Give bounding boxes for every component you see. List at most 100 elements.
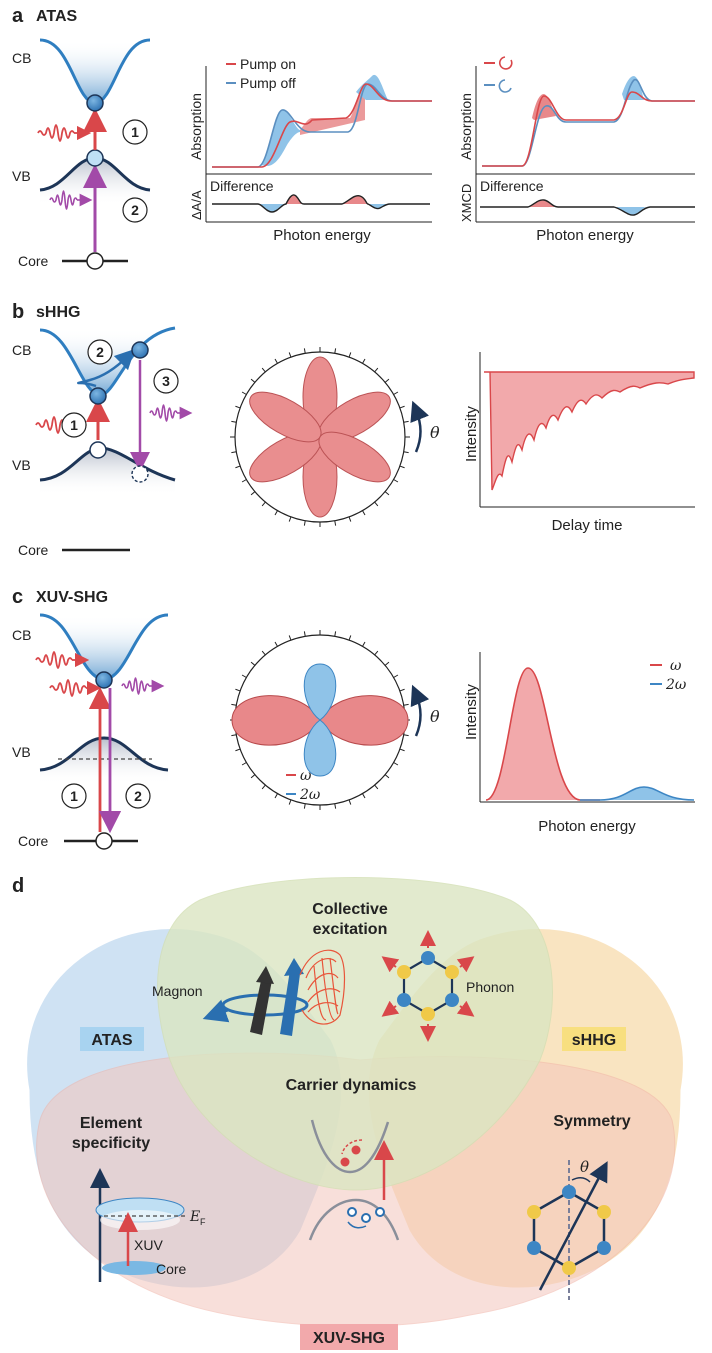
- polar-tick: [235, 748, 241, 752]
- excited-electron: [86, 94, 104, 112]
- element-title-1: Element: [80, 1115, 143, 1132]
- xuvshg-pulse-1: [35, 651, 73, 669]
- core-label: Core: [18, 253, 49, 269]
- magnon-spin-blue: [280, 970, 300, 1036]
- shhg-polar-plot: θ: [230, 347, 440, 527]
- polar-tick: [303, 631, 306, 637]
- shhg-band-diagram: CB VB Core 1 2 3: [12, 326, 193, 558]
- shhg-vb-label: VB: [12, 457, 31, 473]
- panel-c: c XUV-SHG CB VB Core 1 2: [12, 586, 695, 850]
- polar-tick: [403, 451, 409, 454]
- polar-tick: [399, 405, 405, 409]
- circular-polarization-left-icon: [498, 79, 512, 93]
- plot1-diff-label: Difference: [210, 178, 274, 194]
- polar-tick: [241, 479, 247, 483]
- shhg-tag: sHHG: [572, 1032, 616, 1049]
- xuvshg-theta-label: θ: [430, 707, 440, 726]
- panel-b: b sHHG CB VB Core 1 2: [12, 301, 695, 558]
- core-level-ellipse: [102, 1261, 166, 1275]
- polar-tick: [362, 641, 366, 647]
- plot1-pump-on-line: [212, 83, 432, 168]
- polar-tick: [261, 501, 266, 507]
- plot1-ylabel-bottom: ΔA/A: [189, 190, 204, 220]
- polar-tick: [393, 391, 399, 395]
- core-label-d: Core: [156, 1261, 187, 1277]
- polar-tick: [403, 420, 409, 423]
- phonon-displacement-arrows: [381, 930, 475, 1042]
- plot2-xlabel: Photon energy: [536, 227, 634, 244]
- polar-tick: [399, 748, 405, 752]
- xuvshg-spectrum-plot: ω 2ω Intensity Photon energy: [463, 652, 695, 835]
- phonon-atom-5: [397, 993, 411, 1007]
- shhg-cb-label: CB: [12, 342, 31, 358]
- shhg-trace-xlabel: Delay time: [552, 517, 623, 534]
- carrier-title: Carrier dynamics: [286, 1077, 417, 1094]
- polar-tick: [403, 703, 409, 706]
- plot2-diff-blue: [616, 207, 646, 216]
- magnon-icon: [202, 958, 309, 1036]
- polar-tick: [362, 358, 366, 364]
- circular-polarization-right-icon: [498, 56, 513, 70]
- plot2-ylabel-bottom: XMCD: [459, 184, 474, 222]
- plot1-red-fill: [300, 84, 365, 135]
- polar-tick: [235, 405, 241, 409]
- theta-arc: [571, 1177, 591, 1183]
- magnon-wavepacket-icon: [299, 949, 346, 1025]
- polar-tick: [334, 631, 337, 637]
- panel-b-title: sHHG: [36, 304, 80, 321]
- xuvshg-polar-ticks: [230, 630, 410, 810]
- step-2-label: 2: [131, 202, 139, 218]
- polar-tick: [374, 650, 379, 656]
- polar-tick: [303, 348, 306, 354]
- polar-tick: [384, 774, 390, 779]
- symmetry-icon: θ: [527, 1158, 611, 1300]
- polar-tick: [348, 635, 352, 641]
- xuvshg-cb-fill: [40, 615, 168, 680]
- magnon-spin-dark: [250, 976, 272, 1035]
- xuvshg-electron: [95, 671, 113, 689]
- polar-tick: [362, 510, 366, 516]
- polar-tick: [334, 520, 337, 526]
- cb-label: CB: [12, 50, 31, 66]
- plot1-xlabel: Photon energy: [273, 227, 371, 244]
- shhg-intraband-arrow: [77, 348, 136, 388]
- collective-title-2: excitation: [313, 921, 388, 938]
- panel-a-letter: a: [12, 5, 24, 27]
- polar-tick: [288, 352, 292, 358]
- polar-tick: [235, 688, 241, 692]
- carrier-electron-1: [340, 1157, 350, 1167]
- shhg-vb-fill: [40, 448, 175, 495]
- carrier-dynamics-icon: [308, 1119, 400, 1241]
- magnon-spin-blue-tip: [284, 958, 304, 976]
- atas-tag: ATAS: [91, 1032, 133, 1049]
- polar-tick: [334, 803, 337, 809]
- xuvshg-omega-peak-fill: [486, 668, 580, 800]
- shhg-electron: [89, 387, 107, 405]
- symmetry-atom-4: [562, 1261, 576, 1275]
- ef-subscript: F: [200, 1217, 206, 1227]
- shhg-delay-plot: Intensity Delay time: [463, 352, 695, 534]
- xuvshg-cb-label: CB: [12, 627, 31, 643]
- plot2-diff-line: [480, 199, 695, 216]
- plot1-ylabel-top: Absorption: [188, 93, 204, 160]
- carrier-hole-2: [361, 1213, 371, 1223]
- polar-tick: [261, 650, 266, 656]
- xuvshg-tag-box: [300, 1324, 398, 1350]
- polar-tick: [261, 784, 266, 790]
- polar-tick: [231, 734, 237, 737]
- valence-band-highlight: [100, 1210, 180, 1230]
- polar-tick: [231, 451, 237, 454]
- phonon-atom-4: [421, 1007, 435, 1021]
- shhg-trace-ylabel: Intensity: [463, 406, 480, 462]
- vb-label: VB: [12, 168, 31, 184]
- element-title-2: specificity: [72, 1135, 150, 1152]
- xuvshg-polar-plot: θ ω 2ω: [230, 630, 440, 810]
- carrier-relaxation-path: [341, 1139, 363, 1155]
- ef-label: E: [189, 1209, 200, 1225]
- polar-tick: [348, 516, 352, 522]
- atas-tag-box: [80, 1027, 144, 1051]
- shhg-vb-hole: [89, 441, 107, 459]
- shhg-harmonic-pulse: [149, 404, 178, 422]
- polar-tick: [261, 367, 266, 373]
